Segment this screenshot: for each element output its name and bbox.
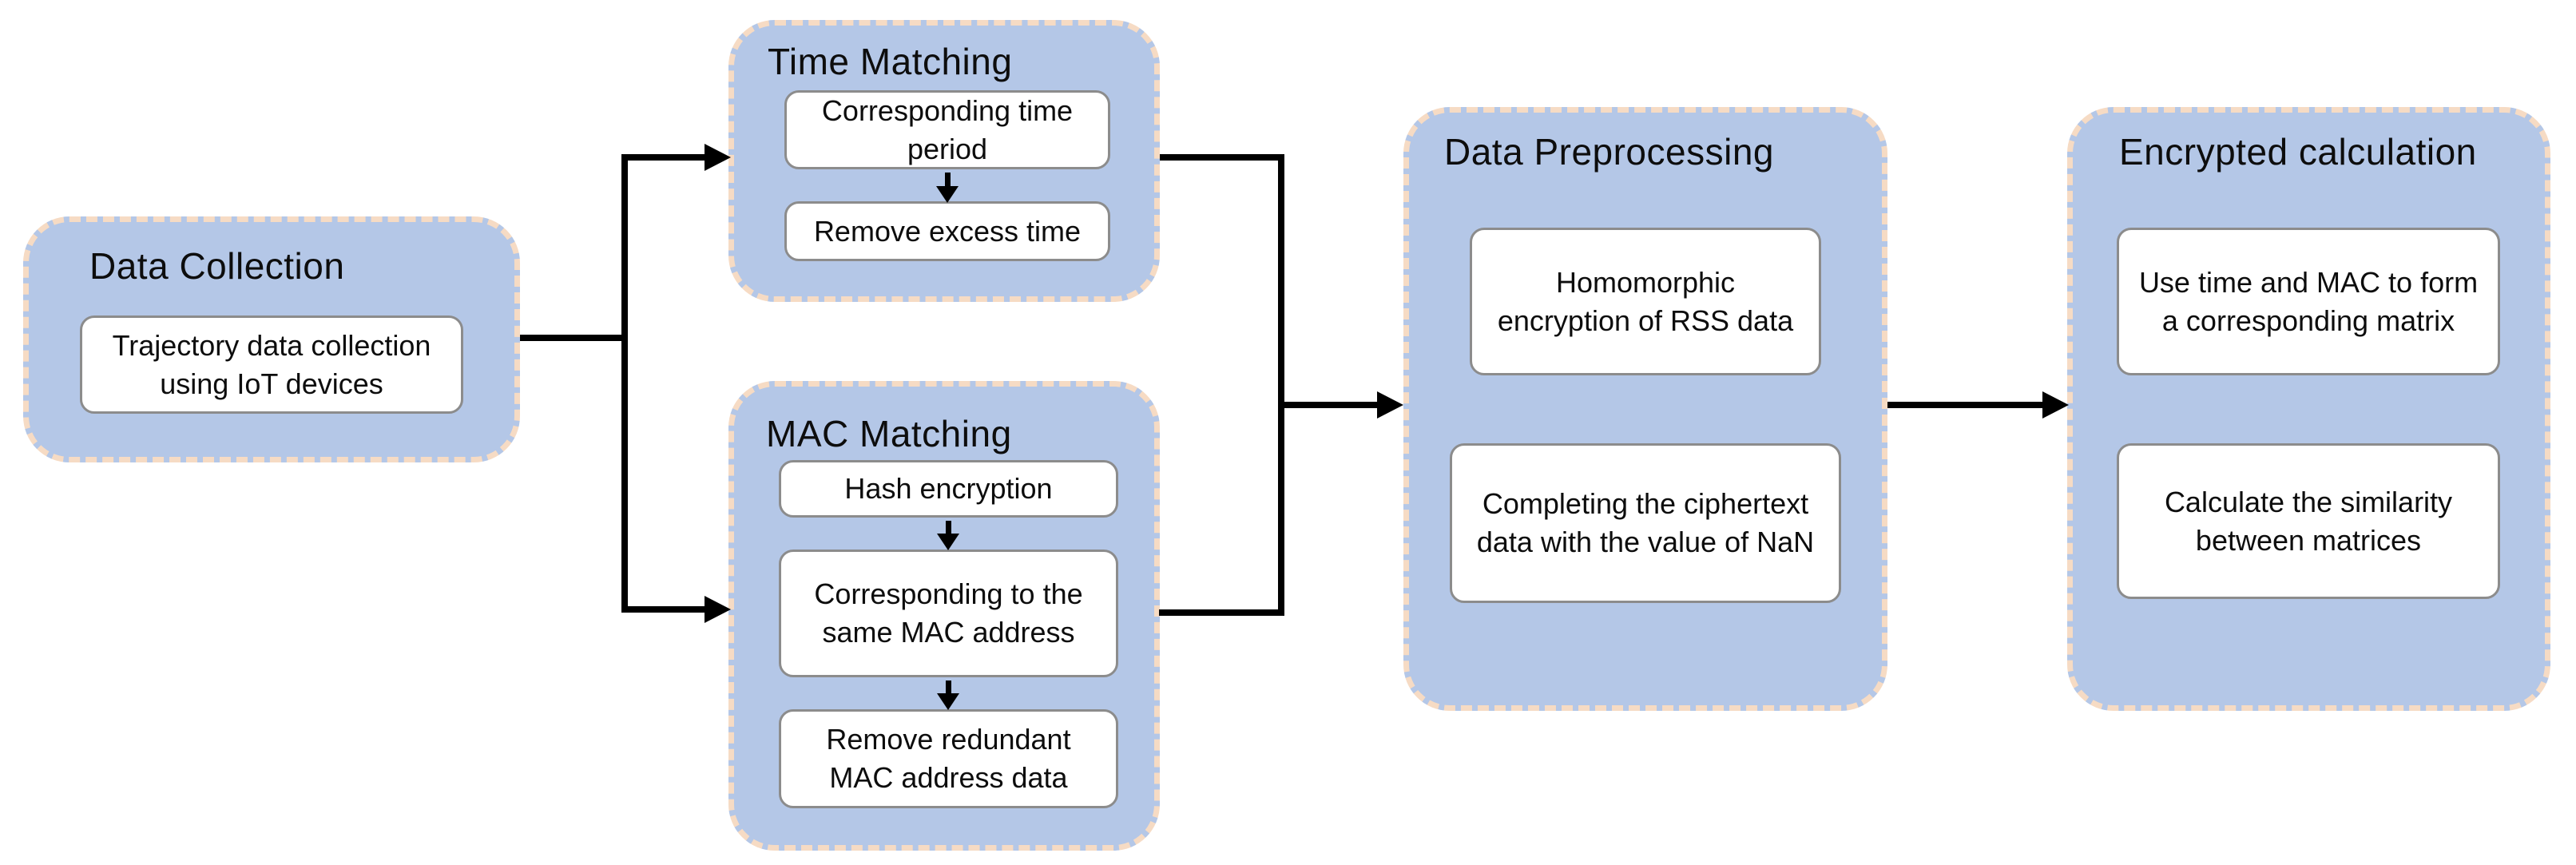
connector-to-preprocessing [1278,402,1377,408]
step-trajectory-data-collection: Trajectory data collection using IoT dev… [80,315,463,414]
step-form-corresponding-matrix: Use time and MAC to form a corresponding… [2117,228,2500,375]
connector-mac-to-merge [1159,609,1284,616]
node-title-time-matching: Time Matching [768,41,1013,82]
step-hash-encryption: Hash encryption [779,460,1118,518]
step-remove-redundant-mac: Remove redundant MAC address data [779,709,1118,808]
step-corresponding-same-mac: Corresponding to the same MAC address [779,550,1118,677]
connector-time-to-merge [1160,154,1284,161]
node-encrypted-calculation: Encrypted calculation [2067,107,2550,711]
node-title-mac-matching: MAC Matching [766,413,1012,454]
node-title-encrypted-calculation: Encrypted calculation [2119,131,2477,173]
connector-branch-vertical [621,154,628,613]
arrowhead-to-encrypted-calculation [2042,391,2069,419]
connector-to-mac-matching [621,606,705,613]
connector-to-encrypted-calculation [1887,402,2042,408]
connector-timeperiod-to-excess [945,173,951,187]
node-title-data-preprocessing: Data Preprocessing [1444,131,1774,173]
arrowhead-to-mac-matching [705,596,731,623]
node-title-data-collection: Data Collection [89,245,345,287]
step-remove-excess-time: Remove excess time [784,201,1110,261]
arrowhead-samemac-to-redundant [937,693,959,710]
node-data-preprocessing: Data Preprocessing [1403,107,1887,711]
connector-merge-vertical [1278,154,1284,616]
arrowhead-hash-to-samemac [937,534,959,550]
step-completing-ciphertext-nan: Completing the ciphertext data with the … [1450,443,1841,603]
connector-to-time-matching [621,154,705,161]
connector-hash-to-samemac [946,521,951,534]
step-homomorphic-encryption: Homomorphic encryption of RSS data [1470,228,1821,375]
connector-samemac-to-redundant [946,680,951,694]
step-corresponding-time-period: Corresponding time period [784,90,1110,169]
arrowhead-to-time-matching [705,144,731,171]
step-calculate-similarity: Calculate the similarity between matrice… [2117,443,2500,599]
arrowhead-to-preprocessing [1377,391,1403,419]
arrowhead-timeperiod-to-excess [936,186,959,203]
connector-collection-stub [520,335,628,341]
